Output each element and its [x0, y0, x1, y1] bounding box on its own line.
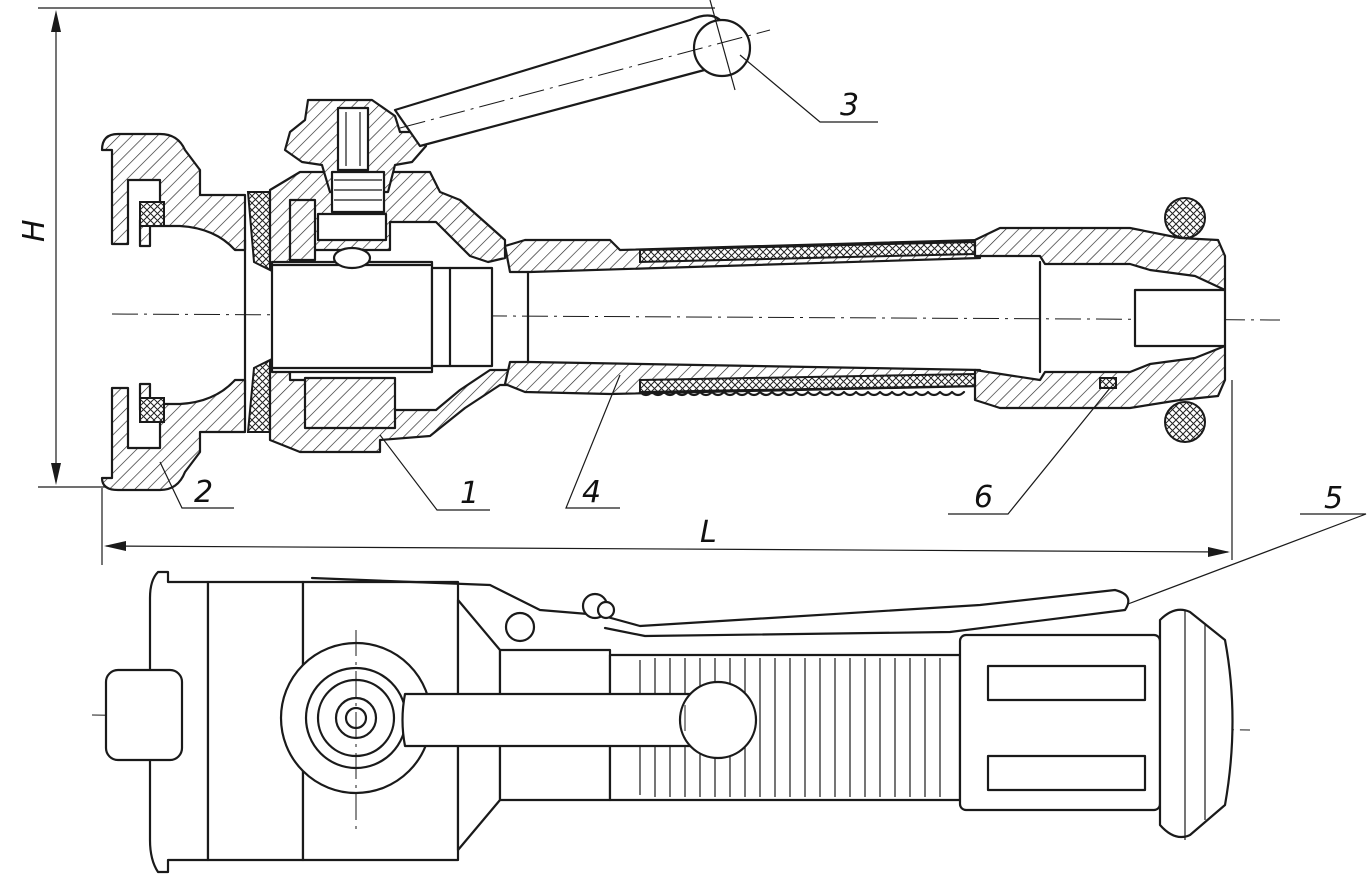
nozzle-ring-lower [1164, 401, 1206, 443]
callout-6: 6 [974, 480, 993, 515]
leader-6 [948, 387, 1111, 515]
clip-ring-c [596, 600, 616, 620]
callout-4: 4 [582, 475, 601, 510]
callout-3: 3 [840, 88, 859, 123]
stem [336, 106, 370, 172]
callout-2: 2 [194, 475, 213, 510]
dimension-h [38, 7, 715, 488]
lever-ball [692, 18, 752, 78]
label-h: H [17, 219, 52, 242]
stem-ball-knob [332, 246, 372, 270]
nozzle-rib-lower [986, 754, 1147, 792]
nozzle-ring-upper [1164, 197, 1206, 239]
nozzle-tip [1158, 608, 1234, 839]
stem-base [316, 212, 388, 242]
section-centerline [111, 313, 1281, 321]
callout-leaders [159, 54, 1367, 605]
gasket-upper [139, 201, 165, 227]
leader-1 [379, 434, 490, 511]
callout-5: 5 [1324, 481, 1343, 516]
valve-insert [430, 266, 494, 368]
lever-plan [401, 690, 714, 750]
lever-plan-ball [678, 680, 758, 760]
nozzle-sleeve-upper [973, 226, 1227, 292]
dimension-l [101, 380, 1233, 565]
labels: H L 3 2 1 4 6 5 [17, 88, 1343, 550]
seal-6 [1099, 377, 1117, 389]
coupling-head-upper [100, 132, 247, 252]
leader-2 [159, 461, 234, 509]
ball-bore [270, 260, 434, 374]
leader-3 [739, 54, 878, 123]
coupling-lug [104, 668, 184, 762]
gasket-lower [139, 397, 165, 423]
seal-ring-lower [246, 358, 271, 433]
seal-ring-upper [246, 191, 271, 272]
section-view [38, 0, 1281, 565]
corrugation-lower [638, 390, 966, 397]
exterior-view [91, 570, 1251, 874]
stem-spring [330, 170, 386, 214]
ball-upper-half [288, 198, 317, 262]
leader-5 [1127, 513, 1367, 605]
callout-1: 1 [460, 476, 479, 511]
coupling-head-lower [100, 378, 247, 492]
clip-ring-a [504, 611, 536, 643]
nozzle-rib-upper [986, 664, 1147, 702]
label-l: L [700, 515, 717, 550]
lever-handle [393, 14, 732, 148]
nozzle-tip-bore [1133, 288, 1227, 348]
leader-4 [565, 374, 621, 509]
ball-lower-half [303, 376, 397, 430]
